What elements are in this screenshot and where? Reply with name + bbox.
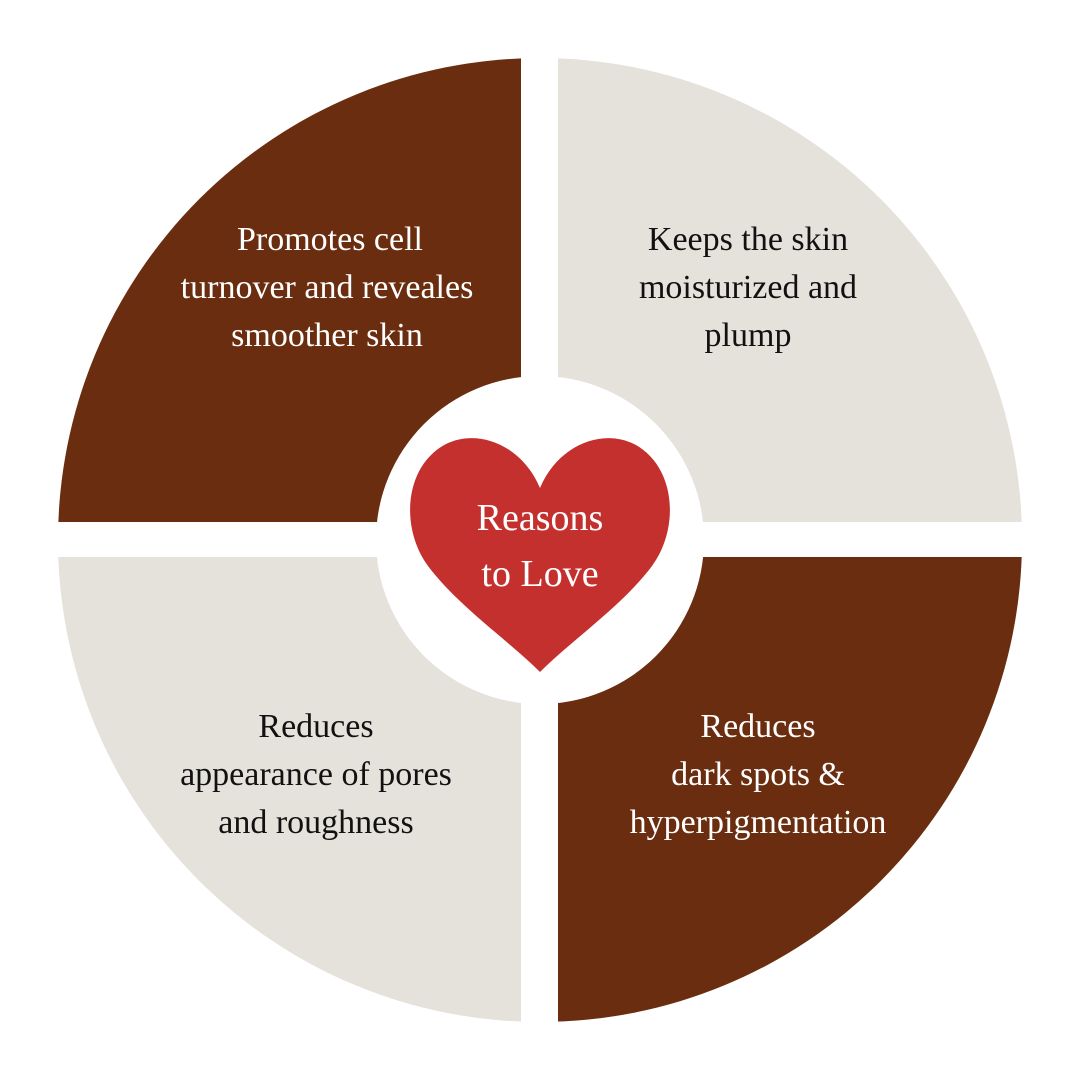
tr-line-2: moisturized and <box>639 269 857 306</box>
center-line-1: Reasons <box>477 497 604 539</box>
tl-line-3: smoother skin <box>231 317 423 354</box>
center-line-2: to Love <box>481 553 598 595</box>
bl-line-2: appearance of pores <box>180 756 452 793</box>
bl-line-3: and roughness <box>218 804 413 841</box>
tl-line-1: Promotes cell <box>237 221 423 258</box>
br-line-2: dark spots & <box>671 756 845 793</box>
tr-line-1: Keeps the skin <box>648 221 848 258</box>
tl-line-2: turnover and reveales <box>181 269 474 306</box>
br-line-3: hyperpigmentation <box>630 804 887 841</box>
bl-line-1: Reduces <box>258 708 373 745</box>
br-line-1: Reduces <box>700 708 815 745</box>
heart-icon <box>410 438 670 672</box>
tr-line-3: plump <box>705 317 792 354</box>
